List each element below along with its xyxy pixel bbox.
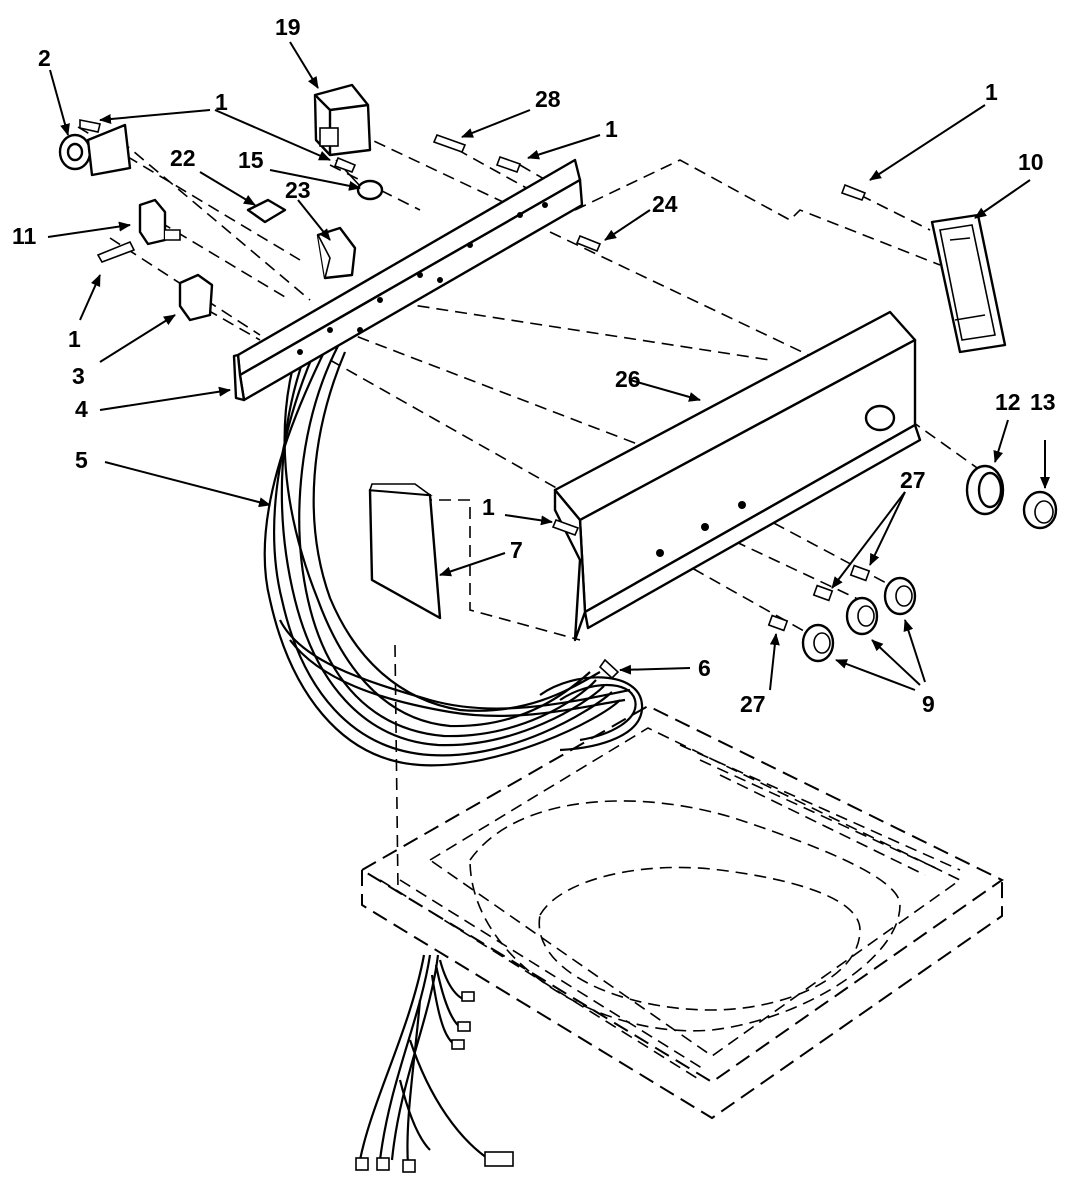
callout-12: 12 <box>995 389 1021 415</box>
callout-6: 6 <box>698 655 711 681</box>
part-12-knob-ring <box>965 464 1005 516</box>
callout-7: 7 <box>510 537 523 563</box>
callout-11: 11 <box>12 223 37 249</box>
callout-22: 22 <box>170 145 196 171</box>
callout-26: 26 <box>615 366 641 392</box>
callout-1: 1 <box>605 116 618 142</box>
callout-1: 1 <box>68 326 81 352</box>
console-panel <box>553 310 922 642</box>
part-27-inserts <box>767 564 871 632</box>
callout-1: 1 <box>215 89 228 115</box>
callout-19: 19 <box>275 14 301 40</box>
leader-arrows <box>47 41 1050 691</box>
callout-28: 28 <box>535 86 561 112</box>
wire-harness <box>263 325 644 767</box>
console-bracket <box>232 158 584 402</box>
callout-2: 2 <box>38 45 51 71</box>
part-22 <box>246 198 287 224</box>
part-19-bracket <box>313 83 372 157</box>
callout-27: 27 <box>900 467 926 493</box>
callout-9: 9 <box>922 691 935 717</box>
callout-1: 1 <box>482 494 495 520</box>
callout-4: 4 <box>75 396 88 422</box>
screws <box>96 133 867 680</box>
callout-23: 23 <box>285 177 311 203</box>
part-3 <box>178 273 214 322</box>
callout-24: 24 <box>652 191 678 217</box>
washer-top-outline <box>360 704 1004 1120</box>
part-10-panel <box>930 213 1007 354</box>
callout-15: 15 <box>238 147 264 173</box>
callout-27: 27 <box>740 691 766 717</box>
callout-10: 10 <box>1018 149 1044 175</box>
callout-3: 3 <box>72 363 85 389</box>
overlay-part-7 <box>368 483 442 620</box>
callout-labels: 1 2 19 28 1 1 10 22 15 23 24 11 1 3 4 26… <box>12 14 1056 717</box>
part-11 <box>138 198 181 246</box>
callout-5: 5 <box>75 447 88 473</box>
lower-wires <box>355 954 514 1173</box>
callout-1: 1 <box>985 79 998 105</box>
part-2-switch <box>58 119 132 177</box>
part-9-knobs <box>801 576 917 663</box>
part-23-relay <box>316 226 357 280</box>
callout-13: 13 <box>1030 389 1056 415</box>
part-13-knob <box>1022 490 1058 530</box>
